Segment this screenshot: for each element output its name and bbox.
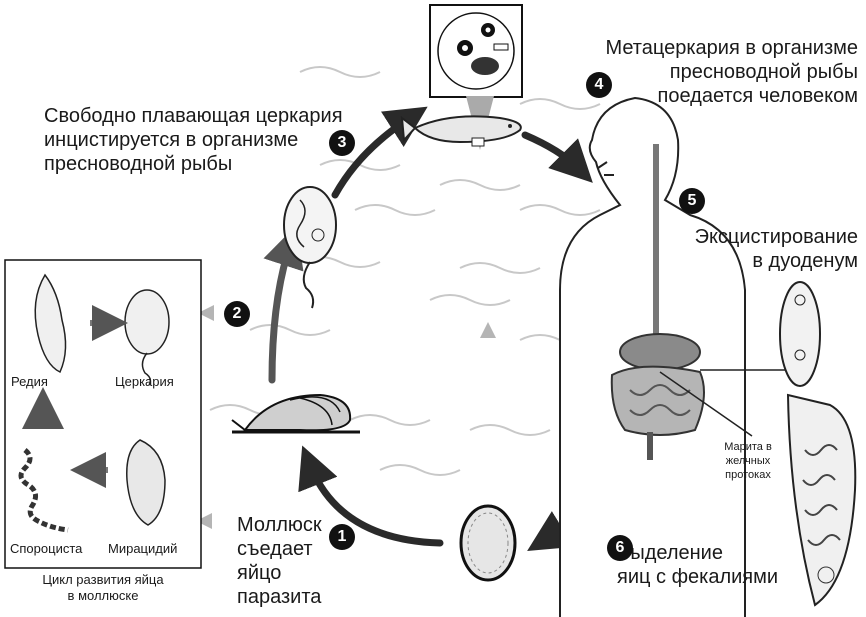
cercaria-label: Церкария	[115, 374, 174, 390]
step-2-badge: 2	[224, 301, 250, 327]
arrow-cercaria-to-fish	[335, 118, 410, 195]
snail-illustration	[232, 395, 360, 432]
step-6-badge: 6	[607, 535, 633, 561]
miracidium-label: Мирацидий	[108, 541, 177, 557]
marita-label: Марита в желчных протоках	[708, 440, 788, 482]
arrow-snail-to-cercaria	[272, 245, 290, 380]
arrow-fish-to-human	[525, 135, 578, 168]
inset-caption: Цикл развития яйца в моллюске	[0, 572, 206, 604]
step-4-text: Метацеркария в организме пресноводной ры…	[565, 36, 858, 108]
redia-label: Редия	[11, 374, 48, 390]
step-1-badge: 1	[329, 524, 355, 550]
cercaria-illustration	[284, 187, 336, 308]
step-3-badge: 3	[329, 130, 355, 156]
sporocyst-label: Спороциста	[10, 541, 82, 557]
step-1-text: Моллюск съедает яйцо паразита	[237, 513, 322, 609]
step-4-badge: 4	[586, 72, 612, 98]
step-5-badge: 5	[679, 188, 705, 214]
human-illustration	[560, 98, 745, 617]
fluke-illustrations	[780, 282, 855, 605]
step-6-text: Выделение яиц с фекалиями	[617, 541, 778, 589]
egg-illustration	[461, 506, 515, 580]
fish-illustration	[402, 116, 521, 146]
step-3-text: Свободно плавающая церкария инцистируетс…	[44, 104, 343, 176]
step-5-text: Эксцистирование в дуоденум	[658, 225, 858, 273]
